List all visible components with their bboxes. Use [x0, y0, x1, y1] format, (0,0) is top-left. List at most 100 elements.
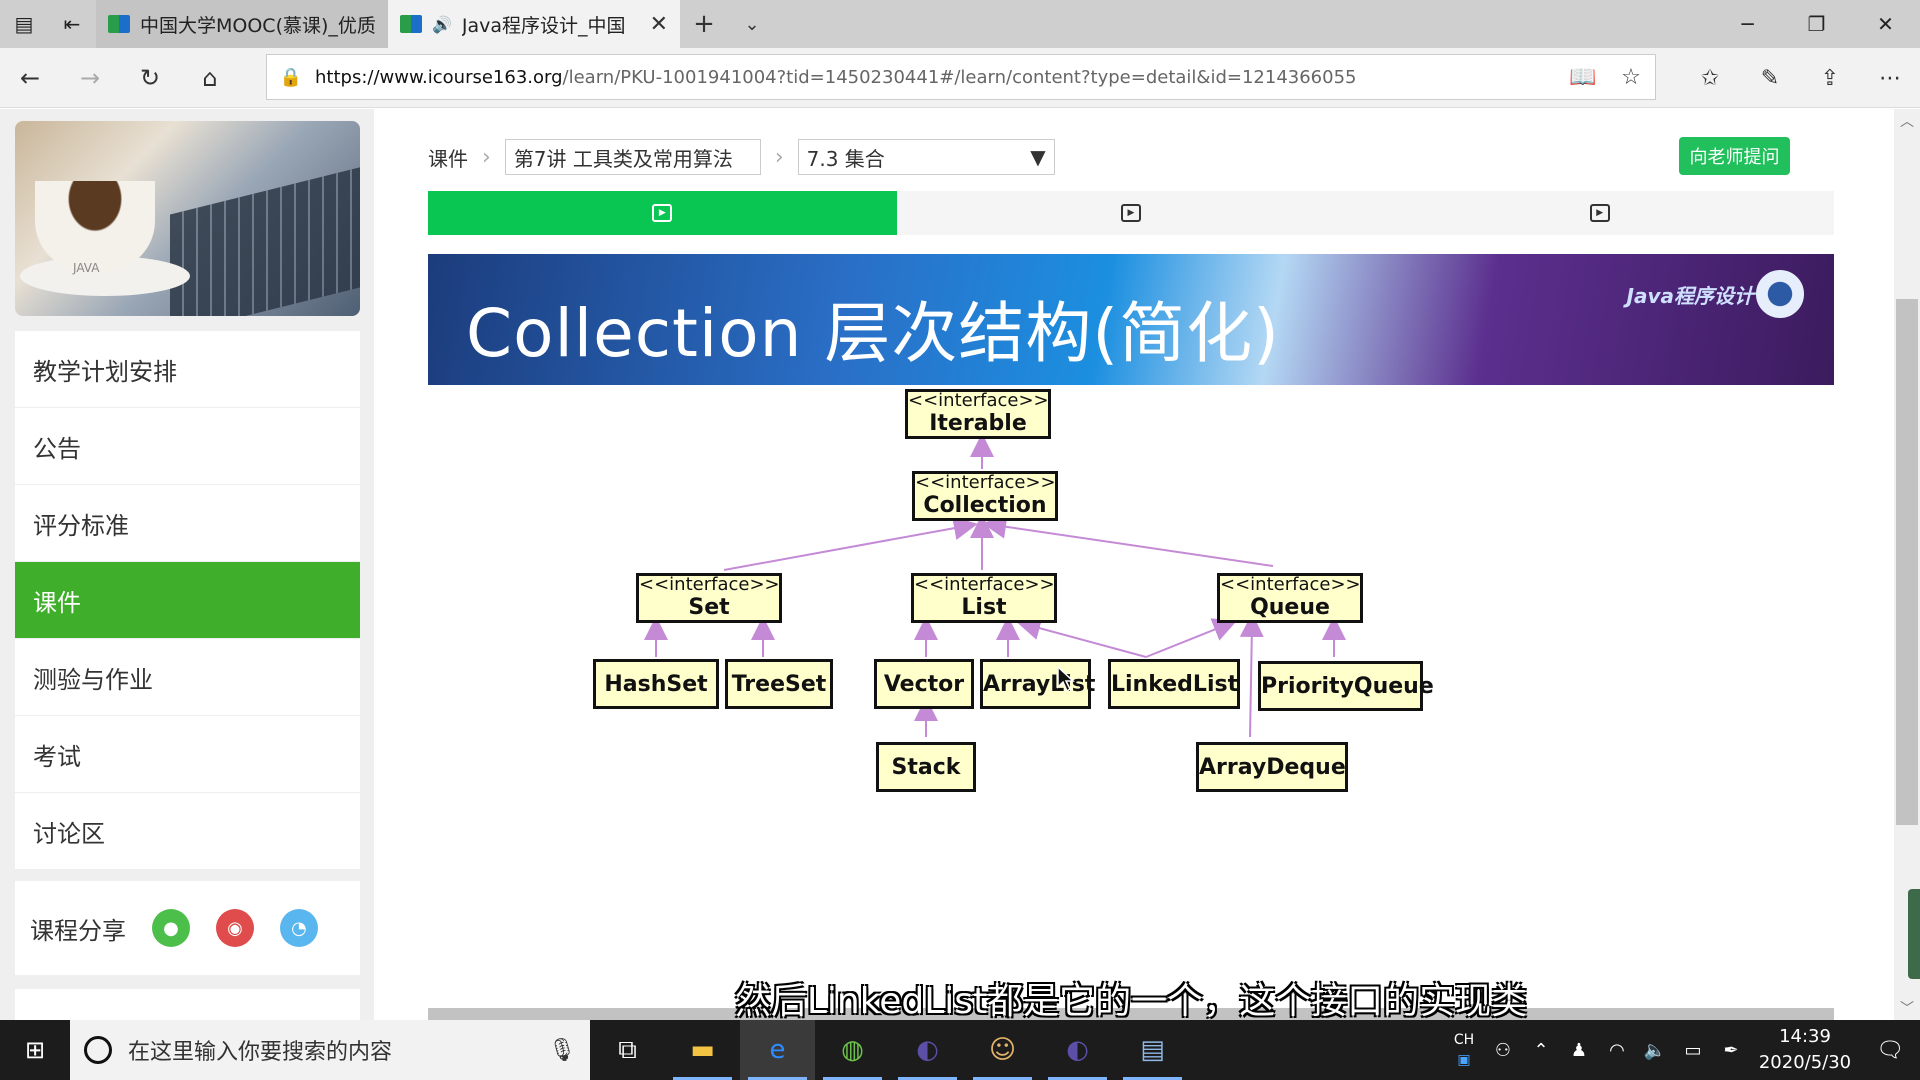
scroll-down-arrow-icon[interactable]: ﹀ [1900, 1001, 1914, 1017]
queue-label: Queue [1250, 595, 1330, 620]
cortana-icon[interactable] [84, 1036, 112, 1064]
section-select[interactable]: 7.3 集合▼ [797, 139, 1055, 175]
favorites-hub-icon[interactable]: ✩ [1700, 65, 1720, 91]
menu-item-announcement[interactable]: 公告 [15, 408, 360, 485]
qq-icon[interactable]: ◔ [280, 909, 318, 947]
scroll-up-arrow-icon[interactable]: ︿ [1900, 114, 1914, 130]
favorite-star-icon[interactable]: ☆ [1621, 64, 1641, 90]
wechat-icon[interactable]: ● [152, 909, 190, 947]
menu-item-grading[interactable]: 评分标准 [15, 485, 360, 562]
priorityqueue-class-box: PriorityQueue [1258, 661, 1434, 711]
treeset-class-box: TreeSet [725, 659, 833, 709]
lang-label: CH [1453, 1032, 1475, 1048]
back-button[interactable]: ← [19, 63, 41, 92]
close-tab-icon[interactable]: ✕ [649, 11, 668, 37]
menu-item-forum[interactable]: 讨论区 [15, 793, 360, 870]
arrow-linkedlist-list [1016, 616, 1147, 658]
breadcrumb-root[interactable]: 课件 [428, 146, 468, 171]
course-cover-image: JAVA [15, 121, 360, 316]
show-hidden-icons-chevron-icon[interactable]: ⌃ [1533, 1039, 1549, 1061]
refresh-button[interactable]: ↻ [139, 63, 161, 92]
tab-actions-icon[interactable]: ▤ [14, 12, 34, 36]
unit-tab-video-3[interactable]: ▶ [1365, 191, 1834, 235]
ask-teacher-button[interactable]: 向老师提问 [1679, 137, 1790, 175]
action-center-icon[interactable]: 🗨 [1876, 1037, 1904, 1063]
stack-class-box: Stack [876, 742, 976, 792]
hashset-class-box: HashSet [593, 659, 719, 709]
chevron-right-icon: › [774, 144, 784, 170]
share-icon[interactable]: ⇪ [1820, 65, 1840, 91]
address-bar[interactable]: 🔒 https://www.icourse163.org/learn/PKU-1… [266, 54, 1656, 100]
pku-seal-icon [1756, 270, 1804, 318]
eclipse-icon-1[interactable]: ◐ [890, 1020, 965, 1080]
taskbar-search-box[interactable]: 在这里输入你要搜索的内容 🎙 [70, 1020, 590, 1080]
notepad-icon[interactable]: ▤ [1115, 1020, 1190, 1080]
video-controls-bar[interactable] [428, 1008, 1834, 1020]
set-aside-tabs-icon[interactable]: ⇤ [63, 12, 81, 36]
wifi-icon[interactable]: ◠ [1609, 1039, 1625, 1061]
video-play-icon: ▶ [1121, 204, 1141, 222]
browser-tab-2[interactable]: 🔊 Java程序设计_中国 ✕ [388, 0, 680, 48]
mooc-favicon-icon [108, 15, 130, 33]
home-button[interactable]: ⌂ [202, 63, 218, 92]
input-language[interactable]: CH▣ [1444, 1030, 1484, 1070]
file-explorer-icon[interactable]: ▬ [665, 1020, 740, 1080]
unit-tab-video-1[interactable]: ▶ [428, 191, 897, 235]
chapter-select[interactable]: 第7讲 工具类及常用算法 [504, 139, 761, 175]
edge-browser-icon[interactable]: e [740, 1020, 815, 1080]
battery-icon[interactable]: ▭ [1684, 1039, 1702, 1061]
volume-icon[interactable]: 🔈 [1643, 1039, 1667, 1061]
browser-green-icon[interactable]: ◍ [815, 1020, 890, 1080]
slide-brand: Java程序设计 [1626, 284, 1754, 308]
menu-item-plan[interactable]: 教学计划安排 [15, 331, 360, 408]
stereotype-label: <<interface>> [914, 574, 1055, 595]
vector-class-box: Vector [874, 659, 974, 709]
side-widget-tab[interactable] [1908, 889, 1920, 979]
pen-tray-icon[interactable]: ✒ [1723, 1039, 1739, 1061]
restore-button[interactable]: ❐ [1807, 12, 1826, 36]
video-play-icon: ▶ [652, 204, 673, 222]
start-windows-icon[interactable]: ⊞ [24, 1036, 46, 1064]
weibo-icon[interactable]: ◉ [216, 909, 254, 947]
taskbar-clock[interactable]: 14:39 2020/5/30 [1750, 1024, 1860, 1076]
page-scrollbar[interactable]: ︿ ﹀ [1894, 109, 1920, 1020]
stereotype-label: <<interface>> [915, 472, 1056, 493]
menu-item-quiz[interactable]: 测验与作业 [15, 639, 360, 716]
microphone-icon[interactable]: 🎙 [548, 1037, 576, 1063]
reading-view-icon[interactable]: 📖 [1569, 64, 1597, 90]
browser-navbar: ← → ↻ ⌂ 🔒 https://www.icourse163.org/lea… [0, 48, 1920, 108]
menu-item-exam[interactable]: 考试 [15, 716, 360, 793]
app-avatar-icon[interactable]: ☺ [965, 1020, 1040, 1080]
course-sidebar: JAVA 教学计划安排 公告 评分标准 课件 测验与作业 考试 讨论区 课程分享… [0, 109, 374, 1020]
minimize-button[interactable]: ─ [1741, 12, 1754, 36]
stereotype-label: <<interface>> [1220, 574, 1361, 595]
browser-tab-1[interactable]: 中国大学MOOC(慕课)_优质 [96, 0, 388, 48]
people-icon[interactable]: ⚇ [1494, 1039, 1512, 1061]
list-label: List [961, 595, 1007, 620]
video-play-icon: ▶ [1589, 204, 1610, 222]
speaker-icon[interactable]: 🔊 [432, 14, 452, 34]
lock-icon[interactable]: 🔒 [279, 66, 303, 88]
menu-item-courseware[interactable]: 课件 [15, 562, 360, 639]
app-tray-icon[interactable]: ♟ [1570, 1039, 1588, 1061]
queue-interface-box: <<interface>> Queue [1217, 573, 1363, 623]
pen-icon[interactable]: ✎ [1760, 65, 1780, 91]
section-select-value: 7.3 集合 [806, 146, 885, 171]
windows-taskbar: ⊞ 在这里输入你要搜索的内容 🎙 ⧉ ▬ e ◍ ◐ ☺ ◐ ▤ CH▣ ⚇ ⌃… [0, 1020, 1920, 1080]
keyboard-graphic [170, 167, 360, 316]
list-interface-box: <<interface>> List [911, 573, 1057, 623]
arrow-arraydeque-queue [1239, 613, 1264, 738]
close-window-button[interactable]: ✕ [1877, 12, 1894, 36]
eclipse-icon-2[interactable]: ◐ [1040, 1020, 1115, 1080]
video-player[interactable]: Collection 层次结构(简化) Java程序设计 [428, 254, 1834, 1020]
more-menu-icon[interactable]: ⋯ [1879, 65, 1901, 91]
forward-button[interactable]: → [79, 63, 101, 92]
slide-banner: Collection 层次结构(简化) Java程序设计 [428, 254, 1834, 385]
arraylist-class-box: ArrayList [980, 659, 1095, 709]
tab-preview-chevron-icon[interactable]: ⌄ [744, 13, 760, 35]
task-view-icon[interactable]: ⧉ [618, 1034, 637, 1065]
unit-tab-video-2[interactable]: ▶ [897, 191, 1366, 235]
url-text[interactable]: https://www.icourse163.org/learn/PKU-100… [315, 67, 1559, 88]
new-tab-button[interactable]: + [693, 9, 715, 39]
scrollbar-thumb[interactable] [1896, 299, 1918, 825]
